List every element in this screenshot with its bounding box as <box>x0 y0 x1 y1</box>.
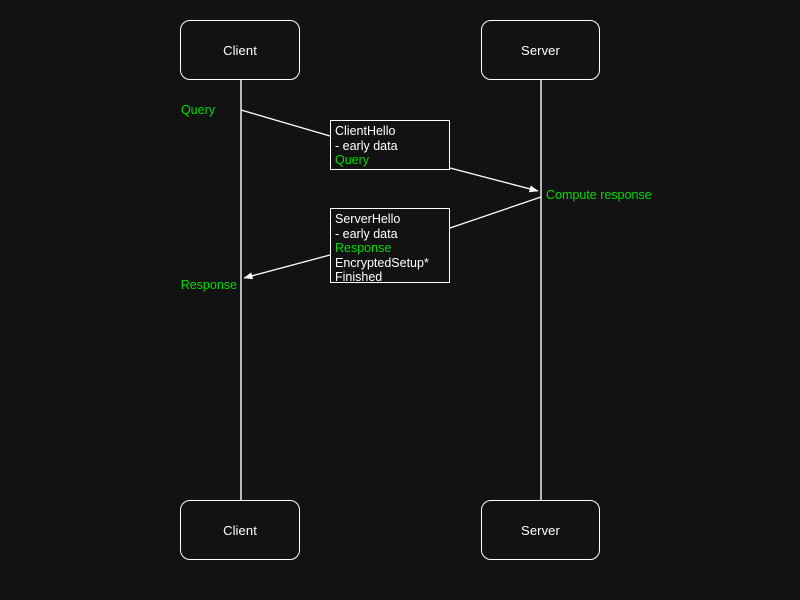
lifelines-group <box>240 80 542 500</box>
annotation-query-label: Query <box>180 103 215 117</box>
actor-label-client-top: Client <box>223 42 257 58</box>
serverhello-to-client <box>243 254 331 280</box>
message-arrows-group <box>240 109 542 280</box>
message-line-server-hello-4: Finished <box>335 270 383 285</box>
client-to-clienthello <box>240 109 331 137</box>
message-line-server-hello-1: - early data <box>335 226 398 241</box>
actor-label-server-top: Server <box>521 42 560 58</box>
actor-box-client-top[interactable]: Client <box>180 20 300 80</box>
message-line-client-hello-1: - early data <box>335 138 398 153</box>
message-line-client-hello-0: ClientHello <box>335 124 396 138</box>
actor-box-server-top[interactable]: Server <box>481 20 600 80</box>
server-to-serverhello <box>449 196 542 229</box>
message-line-client-hello-2: Query <box>335 153 370 168</box>
message-line-server-hello-0: ServerHello <box>335 212 401 226</box>
actor-box-client-bottom[interactable]: Client <box>180 500 300 560</box>
message-line-server-hello-3: EncryptedSetup* <box>335 255 429 270</box>
annotation-compute-response-label: Compute response <box>546 188 652 202</box>
clienthello-to-server <box>449 167 539 193</box>
actor-label-client-bottom: Client <box>223 522 257 538</box>
actor-label-server-bottom: Server <box>521 522 560 538</box>
message-line-server-hello-2: Response <box>335 241 392 256</box>
actor-box-server-bottom[interactable]: Server <box>481 500 600 560</box>
annotation-response-label: Response <box>180 278 237 292</box>
